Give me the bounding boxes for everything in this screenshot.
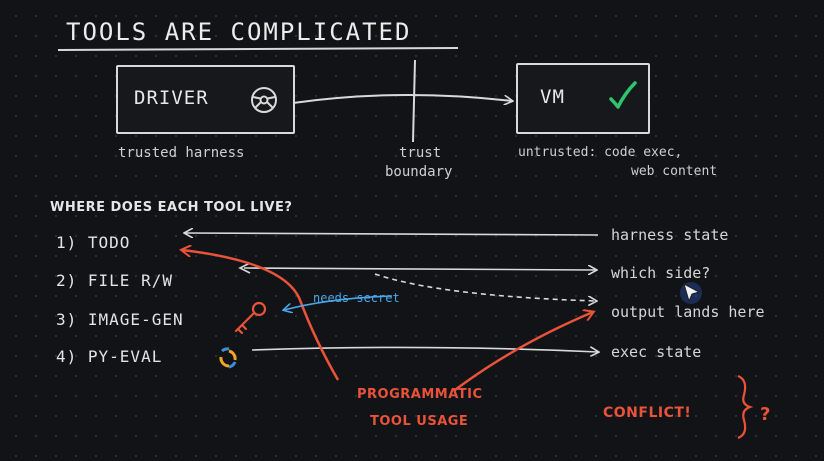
checkmark-icon xyxy=(609,81,637,109)
vm-caption-line2: web content xyxy=(631,164,718,179)
label-output-lands-here: output lands here xyxy=(611,303,765,321)
label-which-side: which side? xyxy=(611,264,711,282)
programmatic-arrow-to-todo xyxy=(182,250,340,381)
tool-py-eval: 4) PY-EVAL xyxy=(56,347,163,366)
needs-secret-arrow xyxy=(284,295,393,310)
driver-label: DRIVER xyxy=(134,87,209,109)
steering-wheel-icon xyxy=(251,87,277,113)
tool-file-rw: 2) FILE R/W xyxy=(56,271,173,290)
vm-caption-line1: untrusted: code exec, xyxy=(518,145,683,160)
programmatic-label-line2: TOOL USAGE xyxy=(370,414,469,429)
conflict-label: CONFLICT! xyxy=(603,405,692,421)
page-title: TOOLS ARE COMPLICATED xyxy=(66,18,412,46)
boundary-label-line1: trust xyxy=(399,145,442,161)
tool-todo: 1) TODO xyxy=(56,233,131,252)
conflict-question-mark: ? xyxy=(760,404,771,425)
conflict-brace xyxy=(737,374,754,440)
tool-image-gen: 3) IMAGE-GEN xyxy=(56,310,184,329)
dashed-arrow xyxy=(374,273,596,301)
boundary-label-line2: boundary xyxy=(385,164,453,180)
trust-boundary-line xyxy=(412,59,416,143)
key-icon xyxy=(234,301,267,335)
python-logo-icon xyxy=(219,347,237,369)
exec-state-arrow xyxy=(251,346,598,352)
driver-box: DRIVER xyxy=(116,65,295,134)
label-exec-state: exec state xyxy=(611,343,702,361)
where-heading: WHERE DOES EACH TOOL LIVE? xyxy=(50,200,293,215)
driver-to-vm-arrow xyxy=(292,93,512,103)
cursor-icon xyxy=(680,282,702,304)
vm-box: VM xyxy=(516,63,650,134)
driver-caption: trusted harness xyxy=(118,145,245,161)
programmatic-label-line1: PROGRAMMATIC xyxy=(357,387,483,402)
vm-label: VM xyxy=(540,86,565,108)
label-harness-state: harness state xyxy=(611,226,729,244)
harness-state-arrow xyxy=(185,233,599,235)
file-rw-arrow xyxy=(243,268,596,270)
programmatic-arrow-to-output xyxy=(454,312,593,392)
